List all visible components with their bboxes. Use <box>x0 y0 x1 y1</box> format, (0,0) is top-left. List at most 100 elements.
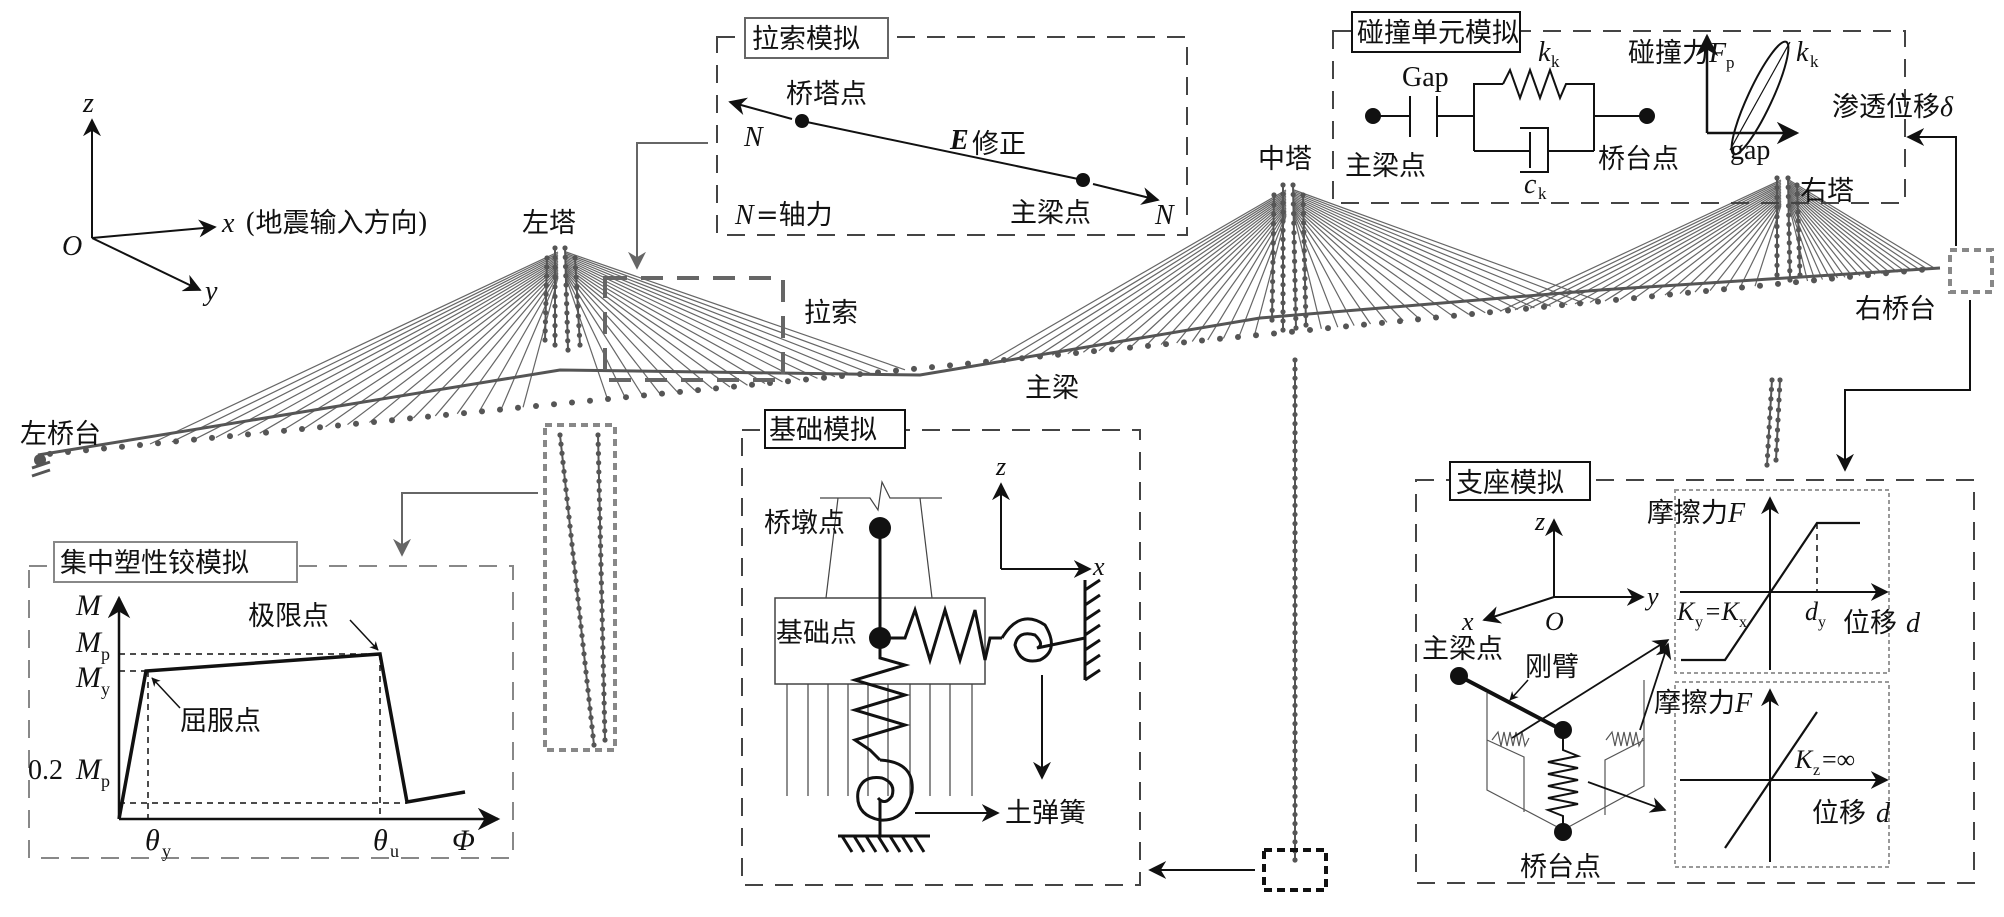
girder-node <box>1073 349 1079 356</box>
girder-node <box>1433 314 1439 321</box>
tower-node <box>599 608 605 614</box>
tower-node <box>598 552 604 558</box>
abutment-node <box>1639 108 1655 124</box>
tower-node <box>1302 294 1308 300</box>
stay-cable <box>1544 183 1782 308</box>
local-z-label: z <box>995 452 1006 481</box>
girder-node <box>875 369 881 376</box>
residual-sub: p <box>101 771 110 791</box>
bridge-structure <box>31 175 1994 892</box>
stay-cable <box>259 258 559 434</box>
stay-cable <box>522 277 559 408</box>
tower-node <box>1292 521 1298 527</box>
tower-node <box>1774 437 1780 443</box>
stay-cable <box>1788 184 1913 272</box>
tower-node <box>571 560 577 566</box>
tower-node <box>1280 209 1286 215</box>
tower-node <box>1292 730 1298 736</box>
girder-node <box>1145 342 1151 349</box>
kz-sub: z <box>1813 762 1820 779</box>
tower-node <box>564 319 570 325</box>
girder-node <box>83 447 89 454</box>
foundation-panel: 基础模拟 桥墩点 基础点 土弹簧 z x <box>741 409 1141 886</box>
friction-label-top: 摩擦力 <box>1647 498 1728 529</box>
tower-node <box>598 561 604 567</box>
tower-node <box>1292 857 1298 863</box>
tower-node <box>1292 366 1298 372</box>
tower-node <box>552 293 558 300</box>
tower-node <box>1291 211 1297 217</box>
middle-tower-label: 中塔 <box>1258 144 1312 175</box>
tower-node <box>595 450 602 457</box>
tower-node <box>1774 243 1780 249</box>
girder-node <box>1649 293 1655 300</box>
tower-node <box>597 506 603 512</box>
theta-u-sub: u <box>390 841 399 861</box>
tower-node <box>1280 182 1286 188</box>
girder-node <box>1883 270 1889 277</box>
tower-node <box>1291 249 1297 255</box>
axial-force-arrow-left <box>728 97 793 120</box>
moment-axis-label: M <box>75 589 103 622</box>
tower-node <box>1270 278 1276 285</box>
girder-node <box>353 420 359 427</box>
girder-node <box>371 418 377 425</box>
stay-cable <box>1788 202 1824 280</box>
stay-cable <box>565 251 906 371</box>
girder-node <box>1919 266 1925 273</box>
tower-node <box>583 669 589 675</box>
tower-node <box>1292 457 1298 463</box>
girder-node <box>1829 275 1835 282</box>
stay-cable <box>303 261 559 430</box>
tower-node <box>601 709 607 715</box>
disp-label-top: 位移 <box>1843 608 1897 639</box>
girder-node <box>911 365 917 372</box>
stay-cable <box>1098 200 1287 352</box>
legend-symbol: N <box>734 200 755 231</box>
slope-label: k <box>1796 37 1809 68</box>
girder-node <box>1451 312 1457 319</box>
girder-node <box>1505 307 1511 314</box>
stay-cable <box>1293 193 1552 307</box>
ultimate-pointer <box>349 619 379 651</box>
friction-curve-yz <box>1681 521 1860 662</box>
stay-cable <box>1082 198 1287 353</box>
stay-cables <box>149 179 1936 445</box>
tower-node <box>1292 375 1298 381</box>
tower-node <box>570 550 576 557</box>
tower-leg <box>574 257 581 346</box>
stay-cable <box>1293 210 1372 325</box>
girder-node <box>1793 279 1799 286</box>
tower-node <box>1292 784 1298 790</box>
tower-node <box>572 255 578 261</box>
tower-node <box>1292 430 1298 436</box>
stay-cable <box>565 277 609 400</box>
left-tower-label: 左塔 <box>522 208 576 239</box>
girder-node <box>155 440 161 447</box>
fixed-support-bottom <box>838 834 930 853</box>
tower-node <box>582 660 588 666</box>
tower-node <box>576 605 582 611</box>
tower-node <box>572 569 578 575</box>
tower-node <box>1291 220 1297 226</box>
girder-node <box>713 385 719 392</box>
tower-node <box>1301 248 1307 254</box>
tower-node <box>562 263 569 270</box>
tower-node <box>1303 322 1309 328</box>
tower-node <box>1301 238 1307 245</box>
girder-node <box>443 411 449 418</box>
pier-point-label: 桥墩点 <box>764 508 845 539</box>
girder-node <box>1415 316 1421 323</box>
tower-node <box>1292 548 1298 554</box>
bearing-panel-connector <box>1836 300 1971 472</box>
stay-cable <box>1293 192 1568 306</box>
stay-cable <box>1051 195 1287 356</box>
curvature-axis-label: Φ <box>452 824 475 857</box>
girder-node <box>1379 319 1385 326</box>
tower-node <box>1787 258 1793 265</box>
tower-node <box>1774 223 1780 230</box>
tower-node <box>586 696 592 703</box>
tower-node <box>1292 484 1298 490</box>
girder-node <box>947 362 953 369</box>
